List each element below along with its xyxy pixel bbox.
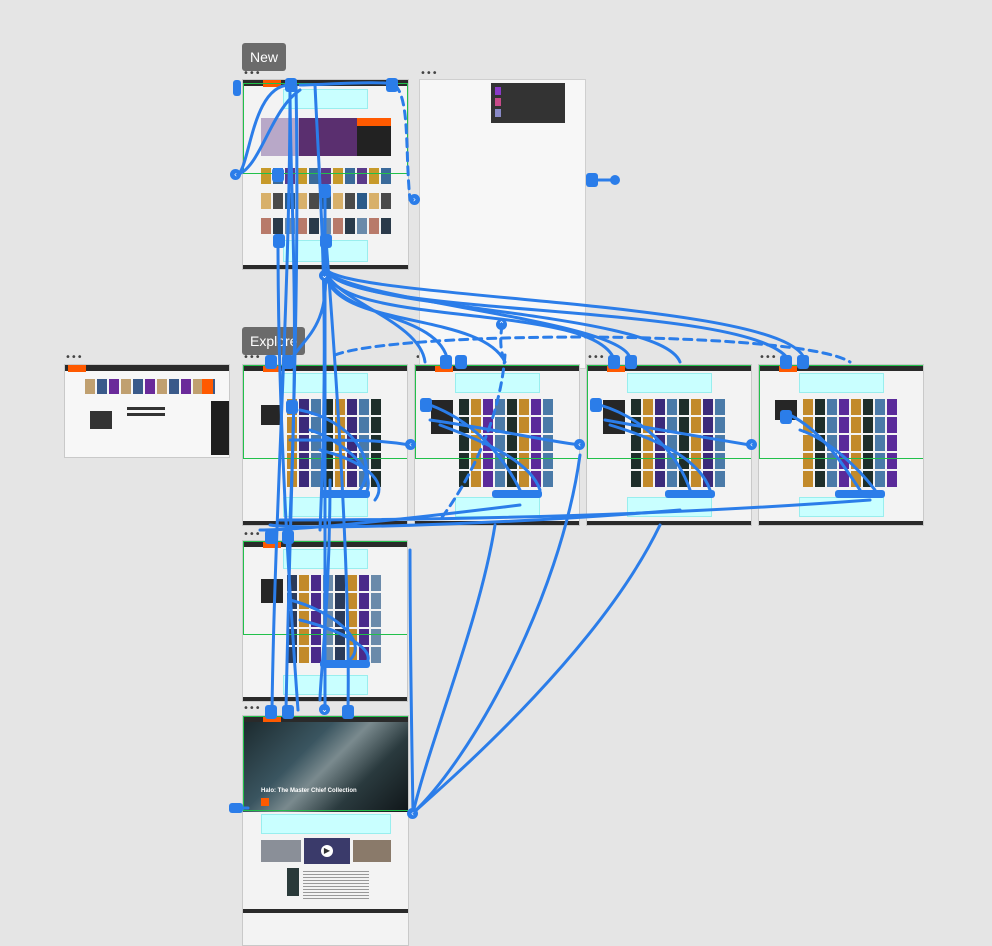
filter-tile-row bbox=[85, 379, 215, 394]
top-nav-bar bbox=[587, 365, 751, 371]
dropdown-preview bbox=[491, 83, 565, 123]
chevron-down-icon[interactable]: ⌄ bbox=[319, 270, 330, 281]
ad-placeholder bbox=[261, 814, 391, 834]
brand-logo bbox=[68, 365, 86, 372]
footer-ad-placeholder bbox=[799, 497, 884, 517]
more-options-icon[interactable]: ••• bbox=[243, 352, 261, 363]
hero-image-main bbox=[299, 118, 357, 156]
chevron-left-icon[interactable]: ‹ bbox=[405, 439, 416, 450]
filter-menu bbox=[90, 411, 112, 429]
footer-bar bbox=[243, 521, 407, 525]
artboard-game-detail[interactable]: Halo: The Master Chief Collection ▶ bbox=[242, 715, 409, 946]
more-options-icon[interactable]: ••• bbox=[243, 703, 261, 714]
footer-ad-placeholder bbox=[283, 497, 368, 517]
top-nav-bar bbox=[65, 365, 229, 371]
hotspot-hero[interactable] bbox=[243, 716, 408, 811]
more-options-icon[interactable]: ••• bbox=[759, 352, 777, 363]
tile-row-2 bbox=[261, 193, 391, 209]
hero-side-accent bbox=[357, 118, 391, 126]
more-options-icon[interactable]: ••• bbox=[243, 529, 261, 540]
artboard-explore-4[interactable] bbox=[758, 364, 924, 526]
filter-slider-2 bbox=[127, 413, 165, 416]
ad-placeholder bbox=[627, 373, 712, 393]
footer-ad-placeholder bbox=[455, 497, 540, 517]
play-icon[interactable]: ▶ bbox=[321, 845, 333, 857]
artboard-home[interactable] bbox=[242, 79, 409, 270]
chevron-left-icon[interactable]: ‹ bbox=[574, 439, 585, 450]
description-text-block bbox=[303, 869, 369, 899]
artboard-filters[interactable] bbox=[64, 364, 230, 458]
artboard-explore-3[interactable] bbox=[586, 364, 752, 526]
more-options-icon[interactable]: ••• bbox=[243, 68, 261, 79]
artboard-explore-1[interactable] bbox=[242, 364, 408, 526]
footer-bar bbox=[759, 521, 923, 525]
filter-accent-tile bbox=[202, 379, 213, 394]
artboard-explore-2[interactable] bbox=[414, 364, 580, 526]
chevron-down-icon[interactable]: ⌄ bbox=[319, 704, 330, 715]
brand-logo bbox=[263, 716, 281, 723]
more-options-icon[interactable]: ••• bbox=[420, 68, 438, 79]
filter-side-panel bbox=[211, 401, 229, 455]
footer-bar bbox=[243, 909, 408, 913]
footer-bar bbox=[415, 521, 579, 525]
footer-ad-placeholder bbox=[283, 675, 368, 695]
chevron-left-icon[interactable]: ‹ bbox=[746, 439, 757, 450]
box-art bbox=[287, 868, 299, 896]
flow-label-new[interactable]: New bbox=[242, 43, 287, 71]
chevron-right-icon[interactable]: › bbox=[409, 194, 420, 205]
ad-placeholder bbox=[799, 373, 884, 393]
screenshot-1 bbox=[261, 840, 301, 862]
game-badge bbox=[261, 798, 269, 806]
dropdown-thumb-2 bbox=[495, 98, 501, 106]
footer-ad-placeholder bbox=[627, 497, 712, 517]
screenshot-2 bbox=[353, 840, 391, 862]
hotspot-grid[interactable] bbox=[243, 541, 407, 635]
hotspot-grid[interactable] bbox=[243, 365, 407, 459]
chevron-left-icon[interactable]: ‹ bbox=[407, 808, 418, 819]
flow-label-explore[interactable]: Explore bbox=[242, 327, 306, 355]
footer-bar bbox=[243, 265, 408, 269]
more-options-icon[interactable]: ••• bbox=[65, 352, 83, 363]
chevron-up-icon[interactable]: ⌃ bbox=[496, 319, 507, 330]
chevron-left-icon[interactable]: ‹ bbox=[230, 169, 241, 180]
hotspot-grid[interactable] bbox=[587, 365, 751, 459]
dropdown-thumb-3 bbox=[495, 109, 501, 117]
tile-row-3 bbox=[261, 218, 391, 234]
top-nav-bar bbox=[759, 365, 923, 371]
top-nav-bar bbox=[243, 716, 408, 722]
footer-bar bbox=[587, 521, 751, 525]
footer-ad-placeholder bbox=[283, 240, 368, 262]
more-options-icon[interactable]: ••• bbox=[587, 352, 605, 363]
hotspot-grid[interactable] bbox=[415, 365, 579, 459]
game-title: Halo: The Master Chief Collection bbox=[261, 788, 357, 794]
artboard-explore-5[interactable] bbox=[242, 540, 408, 702]
hero-banner bbox=[243, 722, 408, 812]
dropdown-thumb-1 bbox=[495, 87, 501, 95]
filter-slider-1 bbox=[127, 407, 165, 410]
hotspot-grid[interactable] bbox=[759, 365, 923, 459]
hotspot-hero[interactable] bbox=[243, 83, 408, 174]
footer-bar bbox=[243, 697, 407, 701]
